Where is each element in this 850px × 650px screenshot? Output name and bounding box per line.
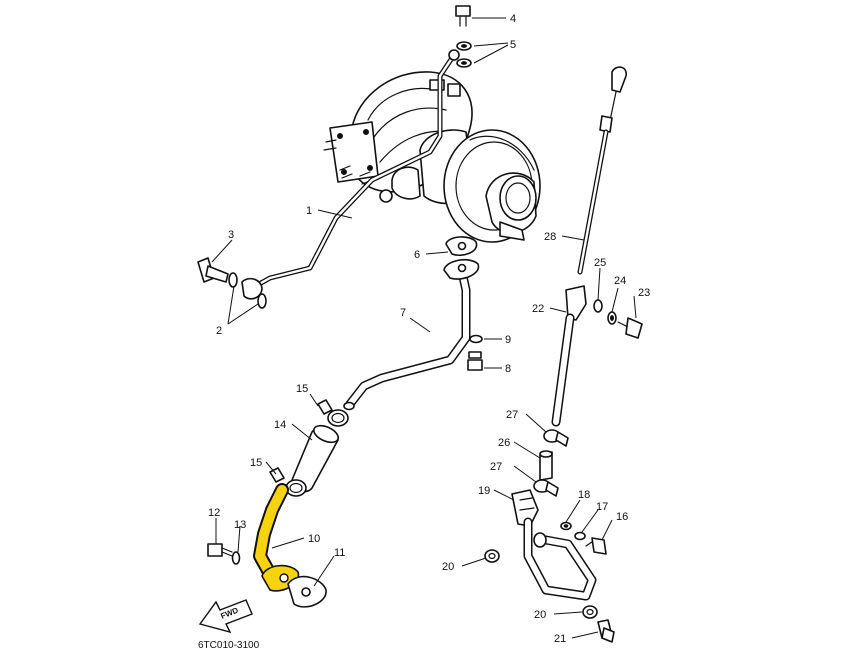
- part-13-washer: [231, 551, 241, 565]
- callout-16: 16: [616, 511, 628, 523]
- callout-25: 25: [594, 257, 606, 269]
- part-17-washer: [574, 531, 586, 541]
- fwd-arrow-icon: FWD: [198, 599, 253, 634]
- callout-27-upper: 27: [506, 409, 518, 421]
- part-5-washers: [456, 41, 472, 68]
- callout-12: 12: [208, 507, 220, 519]
- callout-18: 18: [578, 489, 590, 501]
- callout-26: 26: [498, 437, 510, 449]
- part-22-dipstick-guide: [551, 285, 587, 427]
- part-27-clamp-upper: [543, 429, 569, 447]
- part-12-bolt: [207, 543, 233, 557]
- turbocharger: [323, 71, 541, 243]
- part-8-bolt: [467, 351, 483, 371]
- part-11-gasket: [287, 575, 327, 608]
- part-28-dipstick: [577, 66, 627, 275]
- part-14-hose: [290, 424, 340, 493]
- callout-24: 24: [614, 275, 626, 287]
- part-9-washer: [469, 334, 483, 344]
- callout-28: 28: [544, 231, 556, 243]
- part-10-pipe-highlighted: [253, 483, 300, 592]
- diagram-code: 6TC010-3100: [198, 640, 260, 650]
- leader-lines: [211, 17, 637, 639]
- part-4-bolt: [455, 5, 471, 27]
- callout-19: 19: [478, 485, 490, 497]
- callout-11: 11: [334, 547, 345, 559]
- part-23-bolt: [617, 317, 643, 339]
- callout-3: 3: [228, 229, 234, 241]
- part-6-gasket: [445, 236, 478, 257]
- part-15-hose-clamp-upper: [317, 399, 349, 427]
- callout-13: 13: [234, 519, 246, 531]
- callout-14: 14: [274, 419, 286, 431]
- callout-22: 22: [532, 303, 544, 315]
- part-2-washers: [228, 272, 267, 309]
- part-26-hose: [539, 450, 553, 481]
- callout-7: 7: [400, 307, 406, 319]
- part-20-washer-left: [484, 549, 500, 563]
- callout-23: 23: [638, 287, 650, 299]
- callout-10: 10: [308, 533, 320, 545]
- part-27-clamp-lower: [533, 479, 559, 497]
- callout-1: 1: [306, 205, 312, 217]
- callout-8: 8: [505, 363, 511, 375]
- part-25-oring: [593, 299, 603, 313]
- part-21-banjo-bolt: [597, 619, 615, 643]
- part-24-washer: [607, 311, 617, 325]
- drain-pipe: [523, 517, 597, 601]
- part-18-washer: [560, 521, 572, 531]
- part-3-banjo-bolt: [197, 257, 229, 283]
- callout-27-lower: 27: [490, 461, 502, 473]
- callout-4: 4: [510, 13, 516, 25]
- part-7-oil-return-pipe: [343, 258, 480, 411]
- callout-numbers: 4 5 1 3 2 6 7 9 8 15 14 15 12 13 10 11 2…: [208, 13, 650, 645]
- part-20-washer-right: [582, 605, 598, 619]
- callout-20-right: 20: [534, 609, 546, 621]
- callout-20-left: 20: [442, 561, 454, 573]
- callout-5: 5: [510, 39, 516, 51]
- callout-6: 6: [414, 249, 420, 261]
- part-16-bolt: [585, 537, 607, 555]
- part-19-union: [511, 489, 539, 527]
- callout-2: 2: [216, 325, 222, 337]
- callout-15-lower: 15: [250, 457, 262, 469]
- callout-15-upper: 15: [296, 383, 308, 395]
- callout-17: 17: [596, 501, 608, 513]
- part-1-oil-feed-pipe: [241, 49, 460, 300]
- callout-9: 9: [505, 334, 511, 346]
- callout-21: 21: [554, 633, 566, 645]
